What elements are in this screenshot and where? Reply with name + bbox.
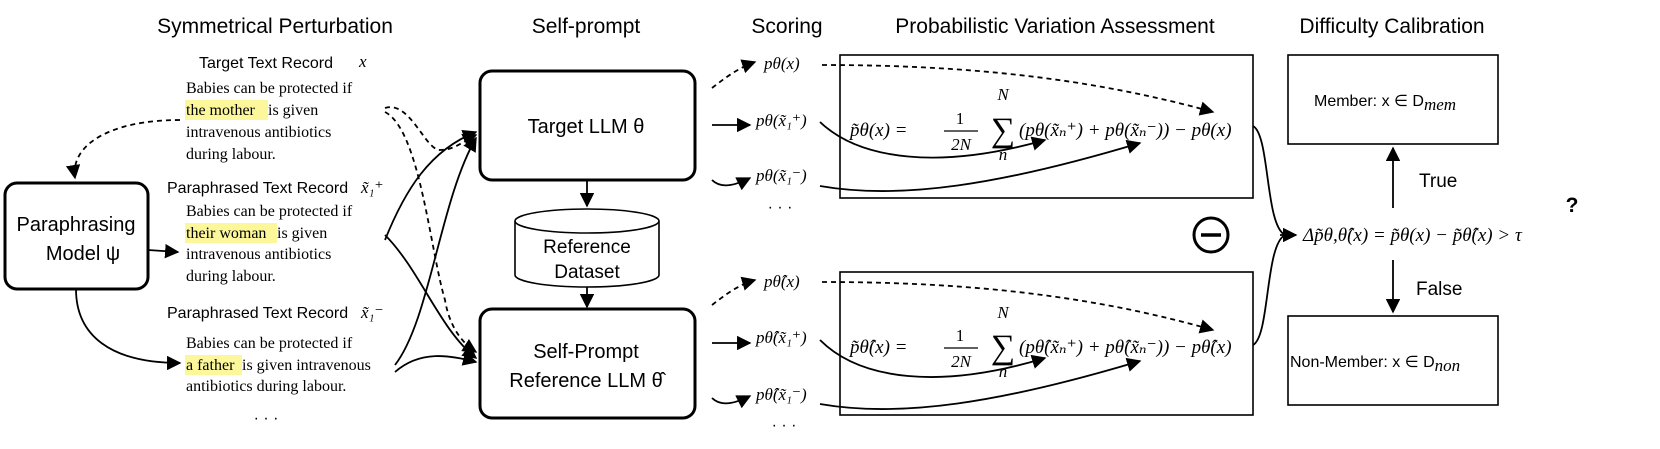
target-record-highlight: the mother [186,102,256,119]
score-target-plus: pθ(x̃₁⁺) [755,111,807,130]
arrow-plus-to-self-prompt [384,234,478,359]
arrow-plus-to-target-llm [384,130,478,241]
target-record-line: is given [268,102,318,119]
target-record-line: intravenous antibiotics [186,124,331,141]
reference-dataset-label-2: Dataset [554,262,620,283]
false-label: False [1416,279,1462,300]
arrow-pva-target-plus [819,121,1047,159]
para-minus-label: Paraphrased Text Record [167,305,348,322]
self-prompt-llm-label-2: Reference LLM θ̂ [509,370,666,392]
arrow-paraphraser-to-minus [75,288,182,371]
header-scoring: Scoring [751,15,822,38]
arrow-to-score-ref-minus [711,395,752,409]
para-plus-line: is given [277,225,327,242]
para-minus-var: x̃₁⁻ [360,303,383,322]
para-minus-line: Babies can be protected if [186,335,353,352]
arrow-pva-ref-plus [819,339,1047,378]
para-plus-line: intravenous antibiotics [186,246,331,263]
member-box [1287,54,1499,145]
arrow-target-record-to-target-llm [384,106,478,151]
pva-target-frac-num: 1 [956,109,965,128]
pva-ref-frac-num: 1 [956,326,965,345]
arrow-to-score-ref-x [711,276,757,306]
score-ref-ellipsis: · · · [772,417,797,434]
header-self-prompt: Self-prompt [532,15,641,38]
header-difficulty-calibration: Difficulty Calibration [1299,15,1484,38]
arrow-to-score-target-minus [711,177,752,191]
target-record-label: Target Text Record [199,55,333,72]
para-minus-line: is given intravenous [242,357,371,374]
pva-target-lhs: p̃θ(x) = [848,120,908,141]
target-record-line: Babies can be protected if [186,80,353,97]
records-ellipsis: · · · [254,410,279,427]
score-target-ellipsis: · · · [768,199,793,216]
reference-dataset-label: Reference [543,237,631,258]
score-ref-minus: pθ̂(x̃₁⁻) [755,385,807,404]
non-member-box [1287,315,1499,406]
paraphrasing-model-box [3,181,150,291]
target-record-var: x [358,52,367,71]
arrow-target-to-paraphraser [65,119,181,180]
pva-target-frac-den: 2N [951,135,973,154]
arrow-pva-target-minus [819,139,1142,192]
para-plus-line: Babies can be protected if [186,203,353,220]
score-ref-plus: pθ̂(x̃₁⁺) [755,328,807,347]
pva-ref-sum-bottom: n [999,362,1008,381]
pva-target-rhs: (pθ(x̃ₙ⁺) + pθ(x̃ₙ⁻)) − pθ(x) [1019,120,1232,141]
highlight-mark [185,100,268,120]
member-label: Member: x ∈ Dmem [1314,93,1456,114]
highlight-mark [185,355,242,375]
header-symmetrical-perturbation: Symmetrical Perturbation [157,15,393,38]
paraphrasing-model-label: Paraphrasing [17,214,136,236]
arrow-pva-ref-minus [819,357,1142,410]
non-member-label: Non-Member: x ∈ Dnon [1290,354,1460,375]
para-minus-line: antibiotics during labour. [186,378,346,395]
pva-target-box [839,54,1254,199]
para-plus-label: Paraphrased Text Record [167,180,348,197]
arrow-pva-ref-x [821,281,1215,334]
self-prompt-llm-box [478,307,697,420]
pva-target-sum-symbol: ∑ [991,112,1015,149]
para-plus-highlight: their woman [186,225,266,242]
pva-ref-lhs: p̃θ̂(x) = [848,337,908,358]
header-probabilistic-variation-assessment: Probabilistic Variation Assessment [895,15,1215,38]
pva-target-sum-bottom: n [999,145,1008,164]
brace-top [1252,125,1286,236]
true-label: True [1419,171,1457,192]
question-mark: ? [1566,194,1579,217]
arrow-pva-target-x [821,64,1215,116]
arrow-to-score-target-x [711,59,757,89]
highlight-mark [185,223,277,243]
self-prompt-llm-label: Self-Prompt [533,341,639,363]
para-plus-var: x̃₁⁺ [360,178,383,197]
brace-bottom [1252,234,1286,346]
pva-ref-rhs: (pθ̂(x̃ₙ⁺) + pθ̂(x̃ₙ⁻)) − pθ̂(x) [1019,337,1232,358]
arrow-paraphraser-to-plus [147,243,180,259]
pva-ref-frac-den: 2N [951,352,973,371]
para-minus-highlight: a father [186,357,235,374]
target-record-line: during labour. [186,146,276,163]
pva-ref-sum-symbol: ∑ [991,329,1015,366]
arrow-minus-to-self-prompt [394,351,478,373]
score-ref-x: pθ̂(x) [763,272,800,291]
para-plus-line: during labour. [186,268,276,285]
target-llm-label: Target LLM θ [528,116,645,138]
delta-expression: Δp̃θ,θ̂(x) = p̃θ(x) − p̃θ̂(x) > τ [1302,225,1523,246]
pva-target-sum-top: N [996,85,1010,104]
paraphrasing-model-symbol: Model ψ [46,243,120,265]
score-target-x: pθ(x) [763,54,800,73]
score-target-minus: pθ(x̃₁⁻) [755,166,807,185]
arrow-target-record-to-self-prompt [384,111,478,353]
pva-ref-sum-top: N [996,303,1010,322]
arrow-minus-to-target-llm [394,136,477,366]
